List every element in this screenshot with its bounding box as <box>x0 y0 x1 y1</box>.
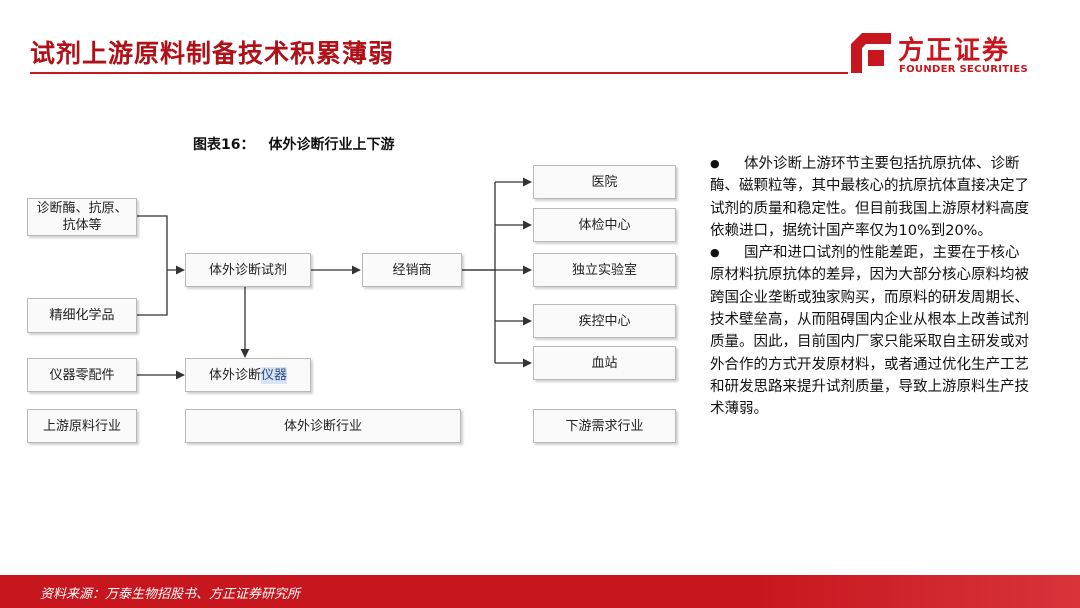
box-ivd-instruments: 体外诊断仪器 <box>185 358 311 392</box>
box-checkup-center: 体检中心 <box>533 208 676 242</box>
figure-title: 体外诊断行业上下游 <box>268 137 395 153</box>
box-blood-station: 血站 <box>533 346 676 380</box>
bullet-dot-icon: ● <box>710 157 720 170</box>
instruments-label-highlight: 仪器 <box>261 366 288 384</box>
box-fine-chemicals: 精细化学品 <box>27 298 137 333</box>
label-ivd-industry: 体外诊断行业 <box>185 409 461 443</box>
bullet-list: ● 体外诊断上游环节主要包括抗原抗体、诊断酶、磁颗粒等，其中最核心的抗原抗体直接… <box>710 153 1032 421</box>
label-upstream-industry: 上游原料行业 <box>27 409 137 443</box>
bullet-dot-icon: ● <box>710 246 720 260</box>
box-instrument-parts: 仪器零配件 <box>27 358 137 392</box>
connector-chemicals <box>137 270 168 316</box>
source-note: 资料来源：万泰生物招股书、方正证券研究所 <box>40 587 301 602</box>
bullet-text: 体外诊断上游环节主要包括抗原抗体、诊断酶、磁颗粒等，其中最核心的抗原抗体直接决定… <box>710 156 1029 239</box>
box-ivd-reagents: 体外诊断试剂 <box>185 253 311 287</box>
logo-chinese-name: 方正证券 <box>898 36 1011 66</box>
box-distributor: 经销商 <box>362 253 462 287</box>
instruments-label-prefix: 体外诊断 <box>208 367 261 383</box>
figure-caption: 图表16： 体外诊断行业上下游 <box>193 134 408 154</box>
box-hospital: 医院 <box>533 165 676 199</box>
box-enzymes-antigens: 诊断酶、抗原、抗体等 <box>27 198 137 236</box>
founder-logo-mark-icon <box>851 33 891 73</box>
figure-number: 图表16： <box>193 137 255 153</box>
logo-english-name: FOUNDER SECURITIES <box>899 64 1029 75</box>
bullet-item: ● 体外诊断上游环节主要包括抗原抗体、诊断酶、磁颗粒等，其中最核心的抗原抗体直接… <box>710 153 1032 242</box>
connector-enzymes <box>137 215 168 270</box>
footer-bar: 资料来源：万泰生物招股书、方正证券研究所 <box>0 575 1080 608</box>
page-title: 试剂上游原料制备技术积累薄弱 <box>30 39 395 68</box>
box-independent-lab: 独立实验室 <box>533 253 676 287</box>
bullet-text: 国产和进口试剂的性能差距，主要在于核心原材料抗原抗体的差异，因为大部分核心原料均… <box>710 245 1029 418</box>
title-divider <box>30 72 848 74</box>
founder-securities-logo: 方正证券 FOUNDER SECURITIES <box>848 30 1048 80</box>
bullet-item: ● 国产和进口试剂的性能差距，主要在于核心原材料抗原抗体的差异，因为大部分核心原… <box>710 242 1032 420</box>
box-cdc: 疾控中心 <box>533 304 676 338</box>
label-downstream-industry: 下游需求行业 <box>533 409 676 443</box>
